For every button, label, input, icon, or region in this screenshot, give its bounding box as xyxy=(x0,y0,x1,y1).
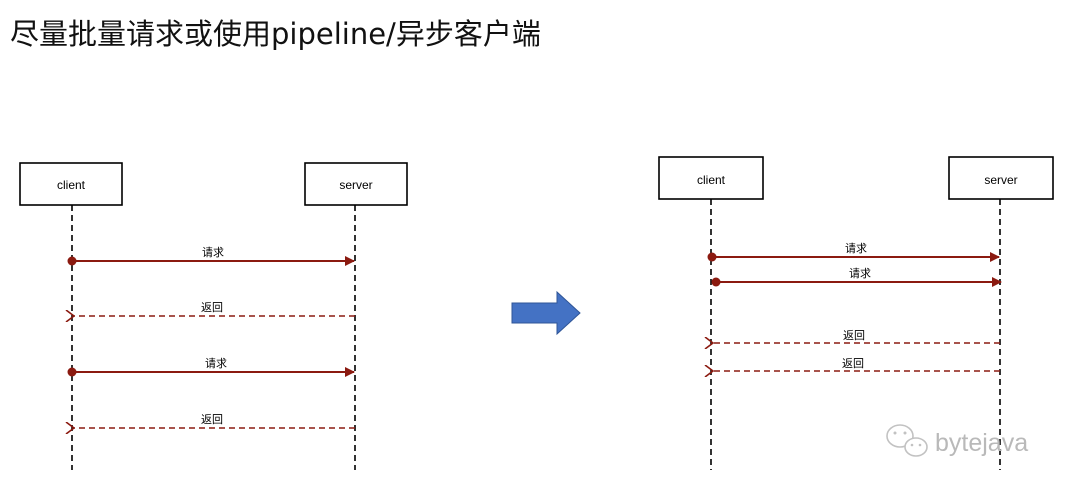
right-client-label: client xyxy=(697,173,726,187)
right-return-label: 返回 xyxy=(842,357,864,370)
transition-arrow-icon xyxy=(511,290,581,336)
right-request-label: 请求 xyxy=(845,242,867,255)
right-server-label: server xyxy=(984,173,1017,187)
left-return-label: 返回 xyxy=(201,413,223,426)
left-request-label: 请求 xyxy=(205,357,227,370)
watermark: bytejava xyxy=(886,424,1028,457)
page-title: 尽量批量请求或使用pipeline/异步客户端 xyxy=(10,17,541,51)
right-sequence-diagram: client server 请求 请求 返回 返回 xyxy=(658,156,1054,470)
left-client-label: client xyxy=(57,178,86,192)
right-server-box xyxy=(948,156,1054,200)
watermark-text: bytejava xyxy=(935,429,1028,457)
left-server-box xyxy=(304,162,408,206)
left-server-label: server xyxy=(339,178,372,192)
left-return-label: 返回 xyxy=(201,301,223,314)
left-request-label: 请求 xyxy=(202,246,224,259)
right-request-label: 请求 xyxy=(849,267,871,280)
right-return-label: 返回 xyxy=(843,329,865,342)
left-sequence-diagram: client server 请求 返回 请求 返回 xyxy=(19,162,408,470)
left-client-box xyxy=(19,162,123,206)
wechat-icon xyxy=(886,424,928,457)
